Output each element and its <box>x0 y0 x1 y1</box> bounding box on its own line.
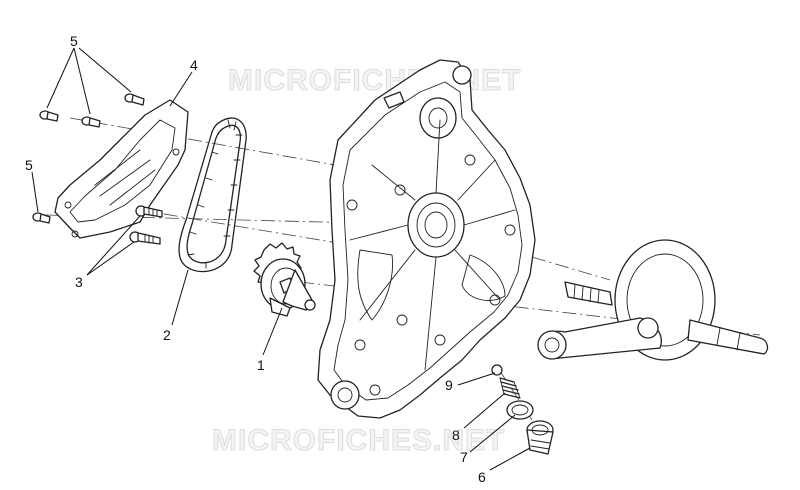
crankshaft <box>537 239 769 361</box>
callout-5-left: 5 <box>25 157 33 173</box>
watermark-top: MICROFICHES.NET <box>228 64 521 97</box>
callout-1: 1 <box>257 357 265 373</box>
screw-top-mid <box>81 116 101 128</box>
drain-plug <box>526 420 554 455</box>
screw-left <box>32 212 51 224</box>
check-ball <box>491 364 503 376</box>
callout-4: 4 <box>190 57 198 73</box>
callout-5-top: 5 <box>70 33 78 49</box>
drive-chain <box>178 117 247 273</box>
o-ring <box>506 400 534 420</box>
bolt-upper <box>135 205 163 218</box>
watermark-bottom: MICROFICHES.NET <box>212 424 505 457</box>
screw-top-right <box>124 93 145 106</box>
leader-lines <box>31 47 531 471</box>
spring <box>499 377 521 399</box>
screw-top-left <box>39 110 59 122</box>
bolt-lower <box>129 231 161 245</box>
callout-7: 7 <box>460 449 468 465</box>
callout-6: 6 <box>478 469 486 485</box>
callout-3: 3 <box>75 274 83 290</box>
crankcase-half <box>317 59 536 419</box>
chain-cover-plate <box>54 99 189 239</box>
callout-8: 8 <box>452 427 460 443</box>
callout-9: 9 <box>445 377 453 393</box>
oil-pump-sprocket <box>253 242 316 317</box>
callout-2: 2 <box>163 327 171 343</box>
